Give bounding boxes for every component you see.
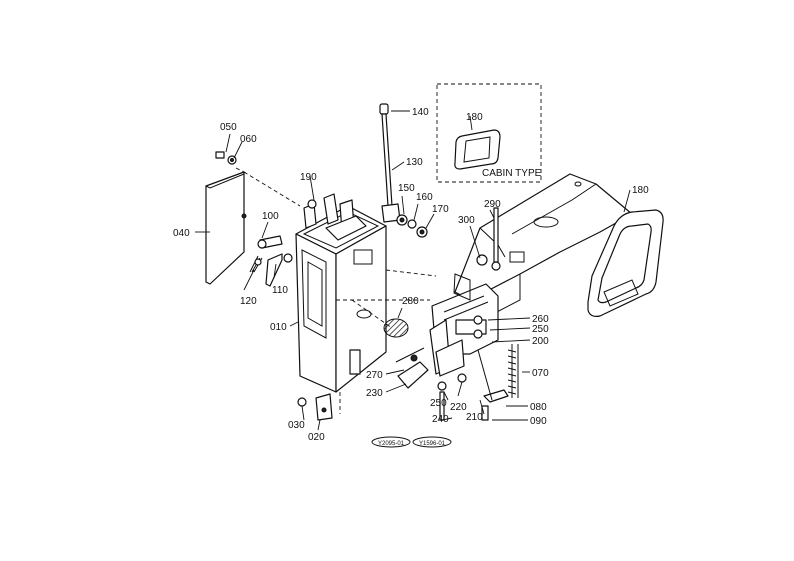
pedal-arm-part bbox=[395, 315, 487, 389]
callout-070: 070 bbox=[532, 368, 549, 379]
callout-140: 140 bbox=[412, 107, 429, 118]
pin-110-part bbox=[265, 253, 293, 287]
bolt-090-part bbox=[481, 405, 489, 421]
cabin-grip-part bbox=[454, 129, 501, 170]
control-rod-part bbox=[379, 103, 401, 223]
callout-210: 210 bbox=[466, 412, 483, 423]
callout-080: 080 bbox=[530, 402, 547, 413]
spring-pin-120-part bbox=[249, 255, 263, 273]
callout-280: 280 bbox=[402, 296, 419, 307]
callout-240: 240 bbox=[432, 414, 449, 425]
return-spring-part bbox=[507, 344, 519, 398]
washer-stack-part bbox=[396, 214, 428, 238]
serial-tag-2: Y1596-01 bbox=[419, 441, 446, 447]
callout-270: 270 bbox=[366, 370, 383, 381]
callout-120: 120 bbox=[240, 296, 257, 307]
callout-250-upper: 250 bbox=[532, 324, 549, 335]
cabin-type-box: CABIN TYPE bbox=[436, 83, 542, 183]
callout-030: 030 bbox=[288, 420, 305, 431]
leader-lines bbox=[195, 110, 631, 431]
callout-250-lower: 250 bbox=[430, 398, 447, 409]
callout-180-cabin: 180 bbox=[466, 112, 483, 123]
callout-150: 150 bbox=[398, 183, 415, 194]
handrail-part bbox=[587, 209, 664, 317]
callout-290: 290 bbox=[484, 199, 501, 210]
cabin-type-label: CABIN TYPE bbox=[482, 168, 542, 179]
callout-200: 200 bbox=[532, 336, 549, 347]
washer-250-lower-part bbox=[437, 381, 447, 391]
pin-100-part bbox=[257, 235, 283, 249]
column-housing-part bbox=[295, 193, 437, 393]
pedal-pad-part bbox=[351, 299, 409, 338]
bolt-030-part bbox=[297, 397, 307, 407]
callout-160: 160 bbox=[416, 192, 433, 203]
callout-180: 180 bbox=[632, 185, 649, 196]
callout-040: 040 bbox=[173, 228, 190, 239]
callout-190: 190 bbox=[300, 172, 317, 183]
serial-tags: Y2095-01 Y1596-01 bbox=[371, 436, 452, 448]
nut-190-part bbox=[307, 199, 317, 209]
callout-090: 090 bbox=[530, 416, 547, 427]
serial-tag-1: Y2095-01 bbox=[378, 441, 405, 447]
bolt-290-part bbox=[491, 207, 501, 271]
nut-220-part bbox=[457, 373, 467, 383]
callout-020: 020 bbox=[308, 432, 325, 443]
callout-110: 110 bbox=[272, 285, 288, 296]
callout-130: 130 bbox=[406, 157, 423, 168]
bolt-300-part bbox=[476, 254, 488, 266]
callout-230: 230 bbox=[366, 388, 383, 399]
callout-060: 060 bbox=[240, 134, 257, 145]
bracket-020-part bbox=[315, 393, 333, 421]
callout-100: 100 bbox=[262, 211, 279, 222]
bolt-050-part bbox=[215, 151, 237, 165]
callout-300: 300 bbox=[458, 215, 475, 226]
bracket-080-part bbox=[483, 389, 509, 403]
callout-170: 170 bbox=[432, 204, 449, 215]
callout-260: 260 bbox=[532, 314, 549, 325]
rod-210-part bbox=[477, 349, 493, 401]
callout-220: 220 bbox=[450, 402, 467, 413]
callout-050: 050 bbox=[220, 122, 237, 133]
callout-labels: 050 060 040 010 190 100 110 120 140 130 … bbox=[173, 107, 649, 443]
cover-plate-part bbox=[205, 167, 301, 285]
callout-010: 010 bbox=[270, 322, 287, 333]
